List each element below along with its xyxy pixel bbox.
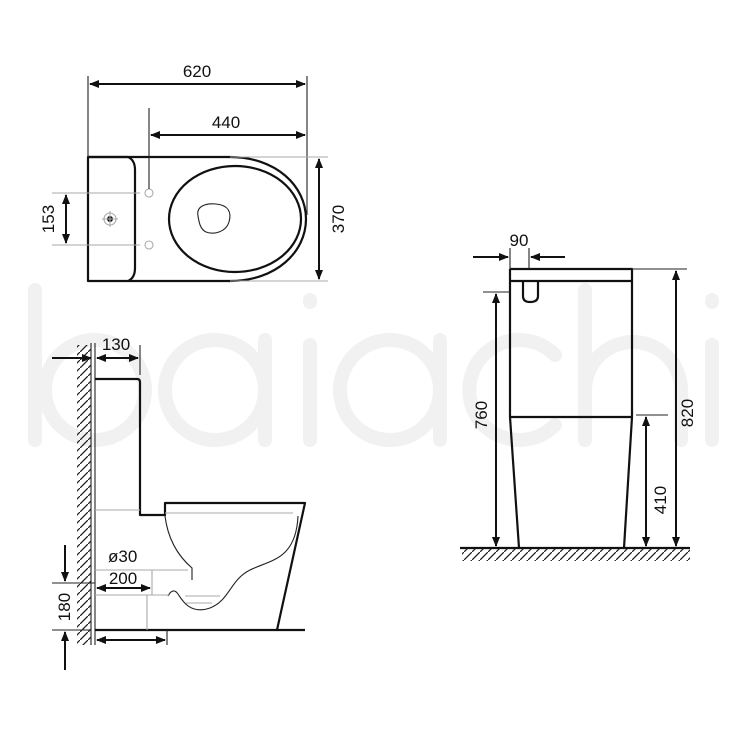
dim-label-620: 620 <box>183 62 211 81</box>
dim-label-130: 130 <box>102 335 130 354</box>
toilet-front-outline <box>508 267 634 549</box>
dim-label-440: 440 <box>212 113 240 132</box>
tank-outline-top <box>88 155 137 283</box>
dim-label-820: 820 <box>678 399 697 427</box>
dim-label-410: 410 <box>651 486 670 514</box>
fixing-hole-icon <box>144 240 154 250</box>
dim-label-200: 200 <box>109 569 137 588</box>
dim-label-153: 153 <box>39 205 58 233</box>
seat-opening <box>167 164 303 274</box>
dim-label-90: 90 <box>510 231 529 250</box>
dim-label-180: 180 <box>55 593 74 621</box>
wall-line <box>90 343 96 645</box>
drain-icon <box>102 211 118 227</box>
floor-hatch <box>462 549 690 561</box>
fixing-hole-icon <box>144 188 154 198</box>
top-view: 620 440 153 370 <box>39 62 348 283</box>
bowl-outline-top <box>86 155 308 283</box>
wall-hatch <box>77 345 91 645</box>
flush-button-icon <box>521 281 540 304</box>
front-view: 90 760 410 820 <box>460 231 697 561</box>
water-spot <box>197 203 231 234</box>
dim-label-370: 370 <box>329 205 348 233</box>
dim-label-760: 760 <box>472 401 491 429</box>
side-view: 130 ø30 200 180 <box>52 335 307 670</box>
dim-label-pipe-diameter: ø30 <box>108 547 137 566</box>
toilet-side-outline <box>95 377 307 631</box>
